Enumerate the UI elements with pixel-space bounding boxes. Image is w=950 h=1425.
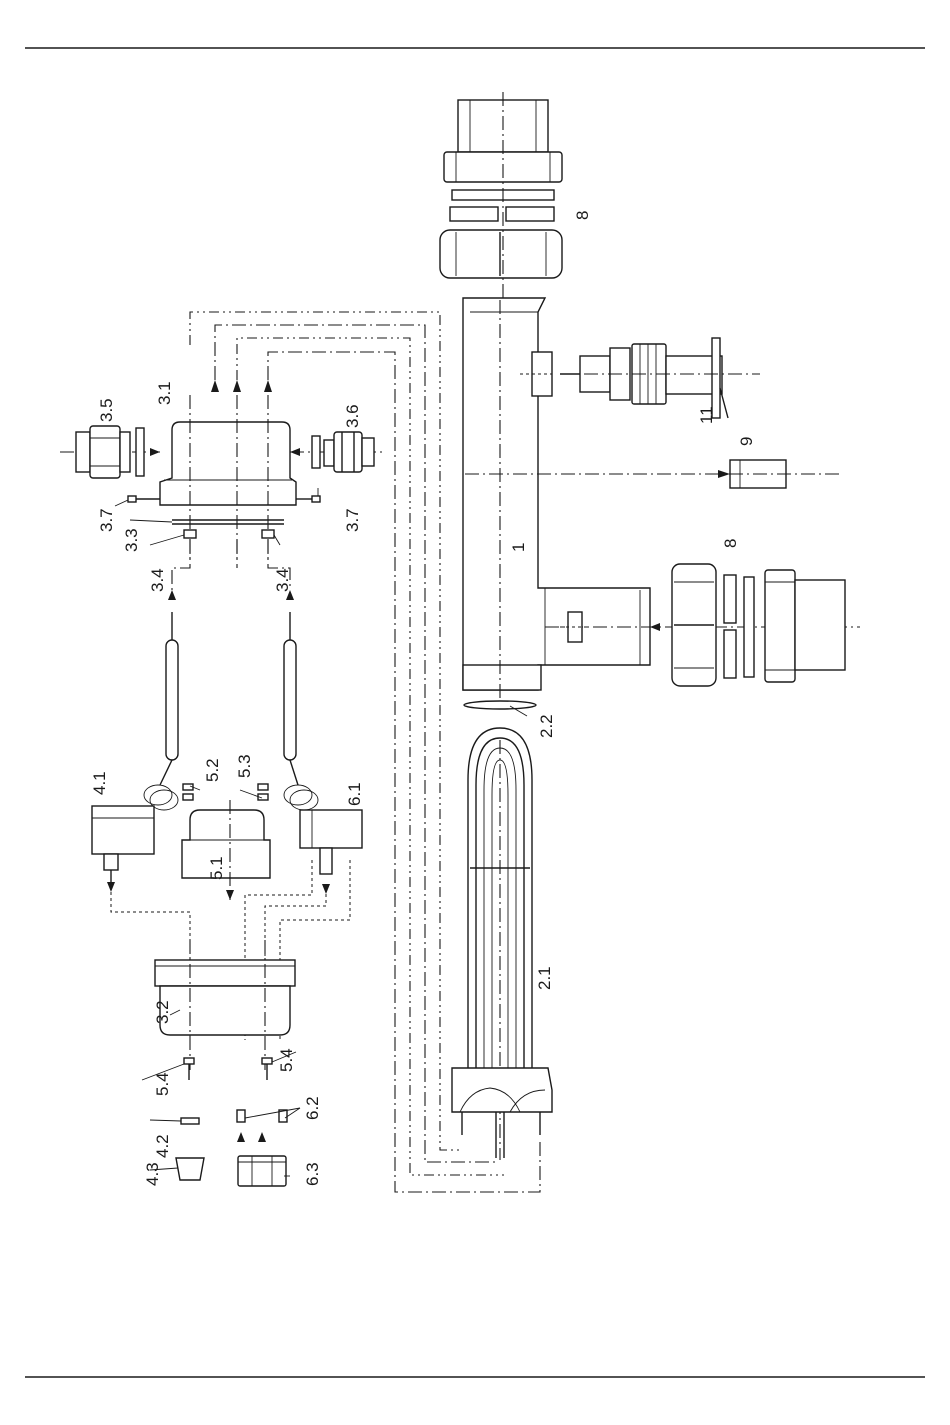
label-3-3: 3.3 xyxy=(122,528,141,552)
sensor-assembly xyxy=(560,338,760,418)
label-4-2: 4.2 xyxy=(153,1134,172,1158)
label-3-2: 3.2 xyxy=(153,1000,172,1024)
label-3-7a: 3.7 xyxy=(97,508,116,532)
label-3-7b: 3.7 xyxy=(343,508,362,532)
knob-6-3 xyxy=(238,1156,286,1186)
label-5-1: 5.1 xyxy=(207,856,226,880)
label-3-1: 3.1 xyxy=(155,381,174,405)
label-8a: 8 xyxy=(573,211,592,220)
parts-4-2-6-2 xyxy=(181,1110,287,1142)
top-union xyxy=(440,92,562,300)
knob-4-3 xyxy=(176,1158,204,1180)
nut-3-5 xyxy=(76,426,160,478)
label-6-2: 6.2 xyxy=(303,1096,322,1120)
right-union xyxy=(650,564,845,686)
heating-element xyxy=(452,728,552,1160)
gasket-2-2 xyxy=(464,701,536,709)
label-11: 11 xyxy=(697,406,716,424)
label-5-2: 5.2 xyxy=(203,758,222,782)
label-6-3: 6.3 xyxy=(303,1162,322,1186)
label-2-2: 2.2 xyxy=(537,714,556,738)
label-4-3: 4.3 xyxy=(143,1162,162,1186)
label-6-1: 6.1 xyxy=(345,782,364,806)
small-parts-5-2-5-3 xyxy=(183,784,268,800)
label-8b: 8 xyxy=(721,539,740,548)
label-9: 9 xyxy=(737,437,756,446)
label-4-1: 4.1 xyxy=(90,771,109,795)
label-5-4b: 5.4 xyxy=(277,1048,296,1072)
screws-5-4 xyxy=(184,1058,272,1080)
label-3-4a: 3.4 xyxy=(148,568,167,592)
label-2-1: 2.1 xyxy=(535,966,554,990)
label-3-4b: 3.4 xyxy=(273,568,292,592)
label-5-3: 5.3 xyxy=(235,754,254,778)
label-3-5: 3.5 xyxy=(97,398,116,422)
label-5-4a: 5.4 xyxy=(153,1072,172,1096)
block-5-1 xyxy=(182,800,270,900)
label-3-6: 3.6 xyxy=(343,404,362,428)
cover-3-2 xyxy=(155,940,295,1070)
label-1: 1 xyxy=(509,543,528,552)
plate-3-3 xyxy=(172,520,284,538)
capillary-rods xyxy=(144,612,318,810)
